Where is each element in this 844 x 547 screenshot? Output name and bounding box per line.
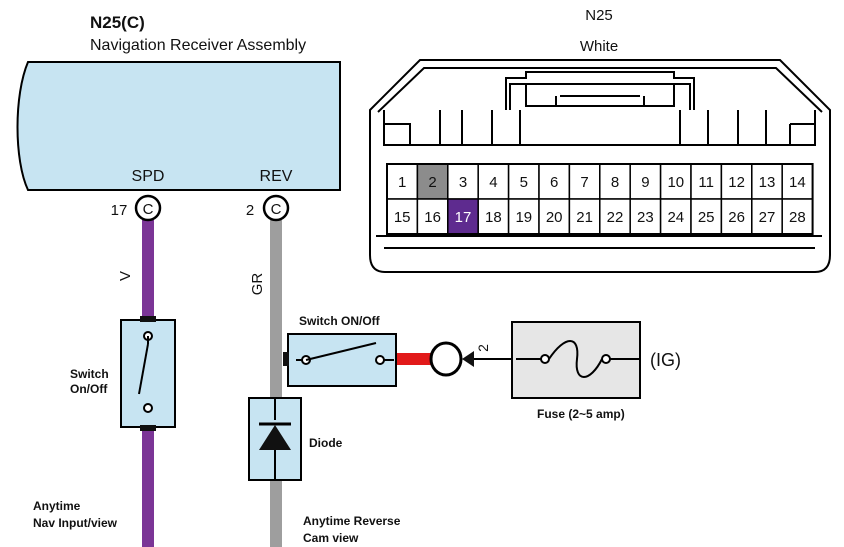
receiver-body bbox=[16, 61, 341, 191]
pin-number-cell-17: 17 bbox=[455, 209, 472, 226]
note-right-1: Anytime Reverse bbox=[303, 514, 401, 528]
pin-number-cell-19: 19 bbox=[515, 209, 532, 226]
terminal-rev: C bbox=[262, 194, 290, 222]
svg-text:C: C bbox=[143, 201, 154, 218]
pin-cell-21 bbox=[568, 198, 601, 235]
pin-number-cell-5: 5 bbox=[520, 174, 528, 191]
pin-number-cell-8: 8 bbox=[611, 174, 619, 191]
ig-label: (IG) bbox=[650, 350, 681, 370]
pin-number-cell-7: 7 bbox=[580, 174, 588, 191]
pin-number-cell-2: 2 bbox=[428, 174, 436, 191]
pin-cell-8 bbox=[599, 163, 631, 200]
pin-number-cell-28: 28 bbox=[789, 209, 806, 226]
pin-grid-frame bbox=[386, 163, 814, 235]
pin-number-cell-26: 26 bbox=[728, 209, 745, 226]
pin-number-cell-15: 15 bbox=[394, 209, 411, 226]
wire-gray bbox=[270, 220, 282, 547]
pin-number-cell-20: 20 bbox=[546, 209, 563, 226]
left-switch bbox=[120, 316, 176, 431]
pin-number-cell-13: 13 bbox=[759, 174, 776, 191]
pin-number-2: 2 bbox=[246, 202, 254, 219]
wire-code-gr: GR bbox=[249, 273, 266, 296]
pin-number-cell-6: 6 bbox=[550, 174, 558, 191]
fuse-connector-loop bbox=[429, 341, 516, 377]
pin-number-cell-4: 4 bbox=[489, 174, 497, 191]
pin-number-cell-9: 9 bbox=[641, 174, 649, 191]
pin-number-cell-22: 22 bbox=[607, 209, 624, 226]
pin-number-cell-23: 23 bbox=[637, 209, 654, 226]
fuse bbox=[511, 321, 641, 399]
pin-cell-27 bbox=[751, 198, 783, 235]
pin-number-cell-14: 14 bbox=[789, 174, 806, 191]
diode bbox=[248, 397, 302, 481]
note-left-2: Nav Input/view bbox=[33, 516, 118, 530]
fuse-label: Fuse (2~5 amp) bbox=[537, 407, 625, 421]
pin-cell-16 bbox=[416, 198, 449, 235]
pin-number-cell-3: 3 bbox=[459, 174, 467, 191]
fuse-pin-number: 2 bbox=[475, 344, 491, 352]
pin-label-rev: REV bbox=[260, 168, 293, 185]
left-switch-label-2: On/Off bbox=[70, 382, 108, 396]
receiver-name: Navigation Receiver Assembly bbox=[90, 37, 306, 54]
pin-number-cell-16: 16 bbox=[424, 209, 441, 226]
pin-number-17: 17 bbox=[111, 202, 128, 219]
pin-number-cell-10: 10 bbox=[667, 174, 684, 191]
svg-text:C: C bbox=[271, 201, 282, 218]
receiver-code: N25(C) bbox=[90, 13, 145, 32]
note-right-2: Cam view bbox=[303, 531, 359, 545]
pin-label-spd: SPD bbox=[132, 168, 165, 185]
wire-red bbox=[396, 353, 432, 365]
pin-cell-25 bbox=[690, 198, 723, 235]
pin-number-cell-21: 21 bbox=[576, 209, 593, 226]
pin-cell-23 bbox=[629, 198, 662, 235]
pin-number-cell-11: 11 bbox=[698, 174, 714, 191]
left-switch-label-1: Switch bbox=[70, 367, 109, 381]
connector-code: N25 bbox=[585, 7, 613, 24]
note-left-1: Anytime bbox=[33, 499, 81, 513]
pin-number-cell-24: 24 bbox=[667, 209, 684, 226]
right-switch bbox=[283, 333, 397, 387]
pin-number-cell-27: 27 bbox=[759, 209, 776, 226]
terminal-spd: C bbox=[134, 194, 162, 222]
pin-number-cell-18: 18 bbox=[485, 209, 502, 226]
wire-code-v: V bbox=[117, 271, 134, 281]
pin-number-cell-25: 25 bbox=[698, 209, 715, 226]
diode-label: Diode bbox=[309, 436, 343, 450]
pin-number-cell-12: 12 bbox=[728, 174, 745, 191]
connector-color: White bbox=[580, 38, 618, 55]
pin-number-cell-1: 1 bbox=[398, 174, 406, 191]
right-switch-label: Switch ON/Off bbox=[299, 314, 381, 328]
